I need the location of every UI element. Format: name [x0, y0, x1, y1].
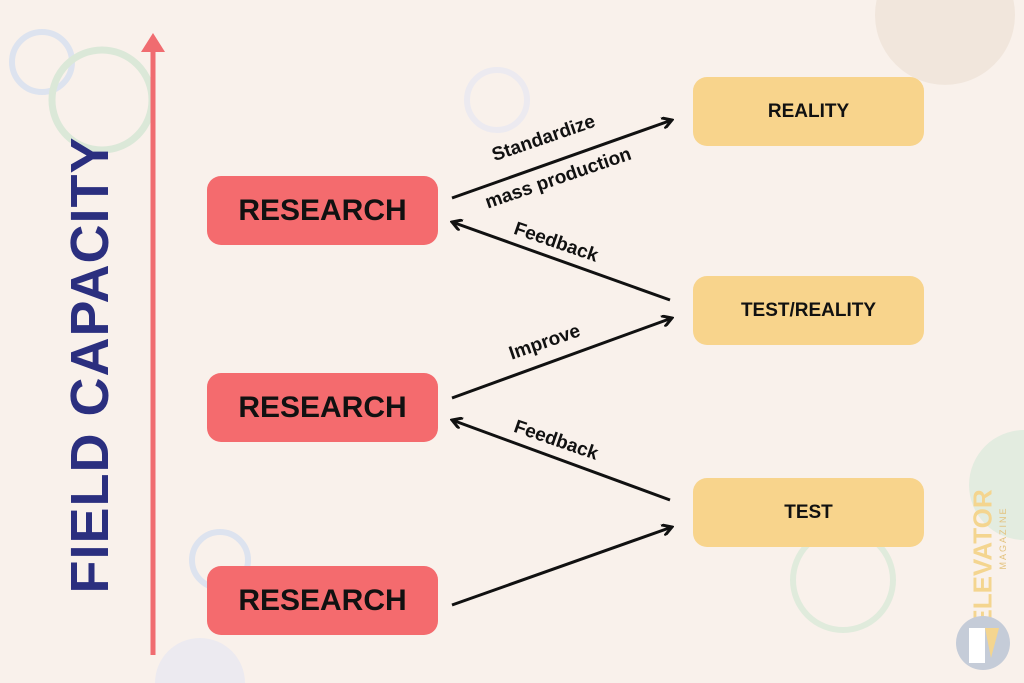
arrow-feedback-top: [452, 222, 671, 302]
arrow-standardize: [451, 120, 672, 200]
research-box-bottom: RESEARCH: [207, 566, 438, 635]
logo-emblem-icon: [956, 616, 1010, 670]
arrow-to-test: [451, 527, 672, 607]
arrow-feedback-bottom: [452, 420, 671, 502]
vertical-axis-arrow: [141, 33, 165, 655]
elevator-magazine-logo: ELEVATOR MAGAZINE: [955, 478, 1015, 678]
decor-circles: [9, 0, 1024, 683]
test-box: TEST: [693, 478, 924, 547]
field-capacity-title: FIELD CAPACITY: [60, 136, 120, 594]
research-box-middle: RESEARCH: [207, 373, 438, 442]
arrow-improve: [451, 318, 672, 400]
reality-box: REALITY: [693, 77, 924, 146]
research-box-top: RESEARCH: [207, 176, 438, 245]
test-reality-box: TEST/REALITY: [693, 276, 924, 345]
